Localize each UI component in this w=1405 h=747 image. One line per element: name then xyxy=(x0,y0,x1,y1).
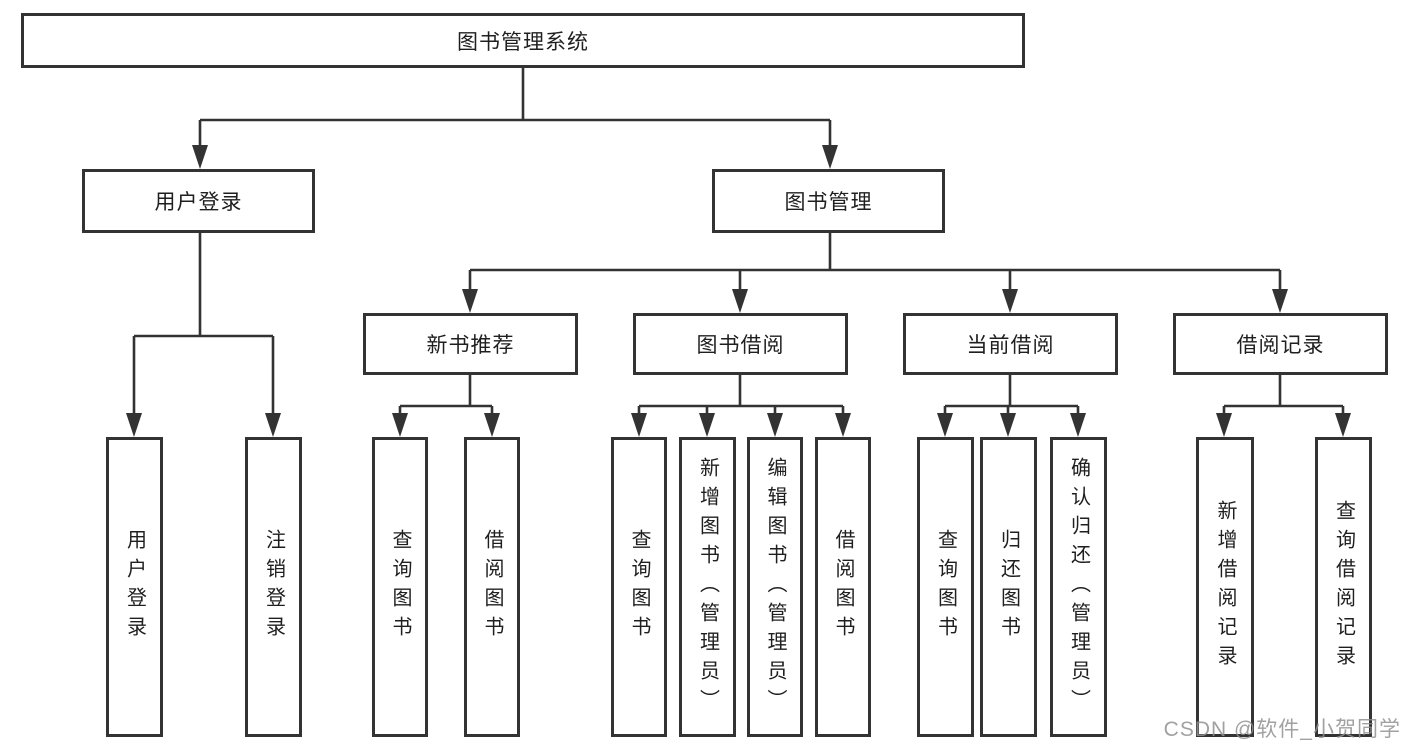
node-current-borrowing: 当前借阅 xyxy=(903,313,1118,375)
node-library-system: 图书管理系统 xyxy=(21,13,1025,68)
leaf-logout: 注销登录 xyxy=(245,437,302,737)
leaf-newrec-query-books: 查询图书 xyxy=(372,437,428,737)
leaf-records-add-record: 新增借阅记录 xyxy=(1196,437,1254,737)
csdn-watermark: CSDN @软件_小贺同学 xyxy=(1163,718,1401,741)
leaf-borrow-edit-books-admin: 编辑图书（管理员） xyxy=(747,437,803,737)
node-user-login: 用户登录 xyxy=(82,169,315,233)
leaf-user-login: 用户登录 xyxy=(106,437,163,737)
leaf-borrow-add-books-admin: 新增图书（管理员） xyxy=(679,437,736,737)
node-new-book-recommend: 新书推荐 xyxy=(363,313,578,375)
node-book-borrowing: 图书借阅 xyxy=(633,313,848,375)
node-borrowing-records: 借阅记录 xyxy=(1173,313,1388,375)
leaf-newrec-borrow-books: 借阅图书 xyxy=(464,437,520,737)
leaf-borrow-borrow-books: 借阅图书 xyxy=(815,437,871,737)
leaf-current-query-books: 查询图书 xyxy=(917,437,974,737)
leaf-records-query-record: 查询借阅记录 xyxy=(1315,437,1372,737)
leaf-current-return-books: 归还图书 xyxy=(980,437,1037,737)
node-book-management: 图书管理 xyxy=(712,169,945,233)
leaf-borrow-query-books: 查询图书 xyxy=(611,437,667,737)
leaf-current-confirm-return-admin: 确认归还（管理员） xyxy=(1050,437,1107,737)
